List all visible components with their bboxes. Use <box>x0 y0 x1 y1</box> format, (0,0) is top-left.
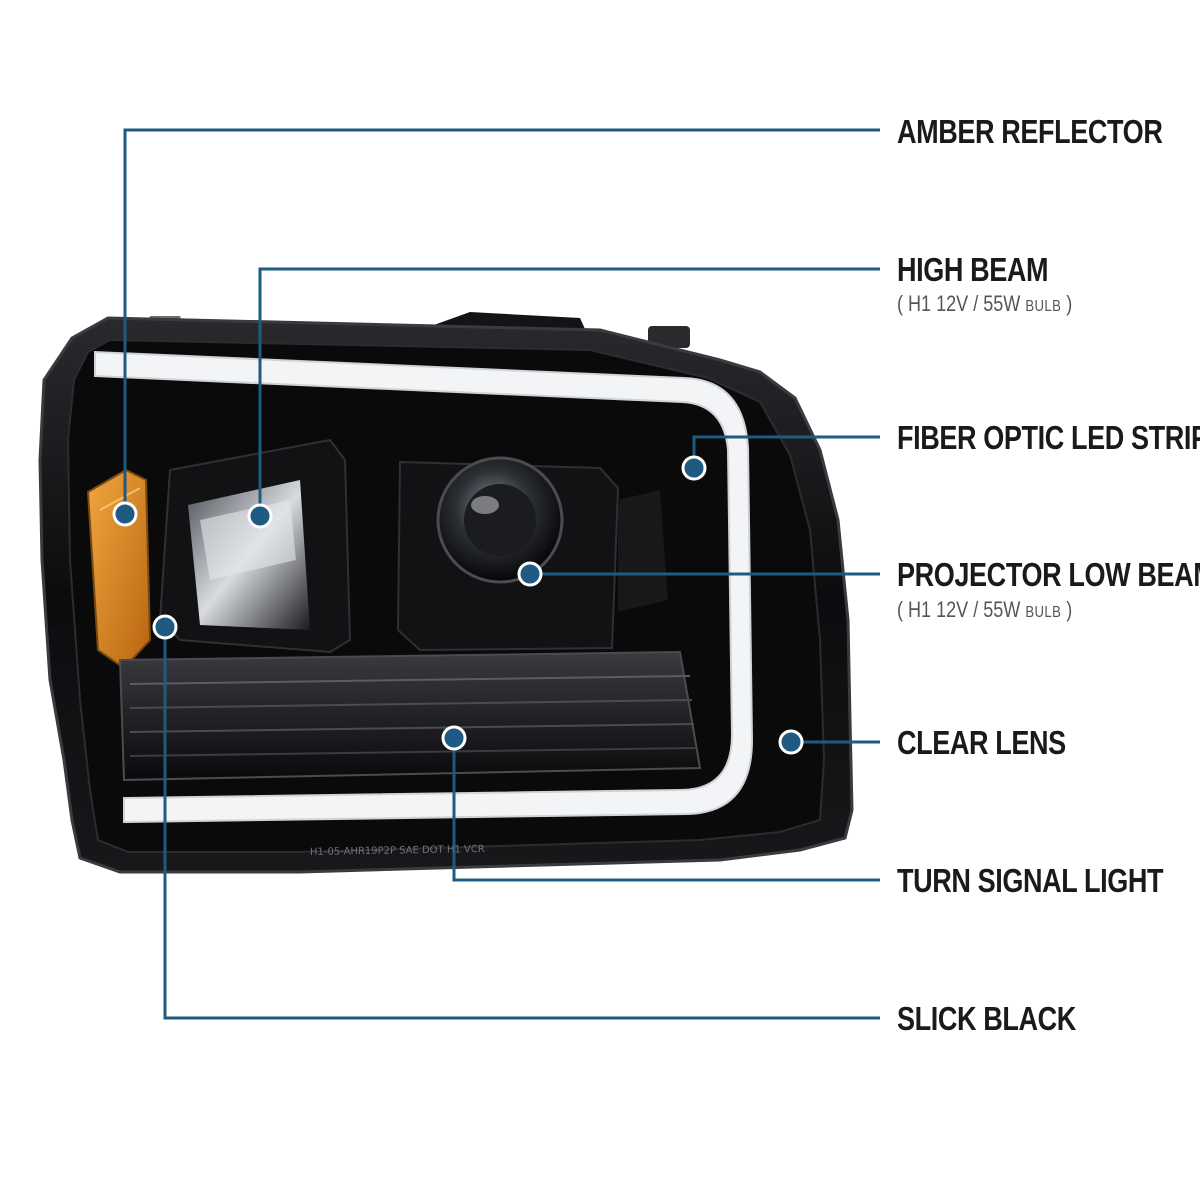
label-high-beam: HIGH BEAM <box>897 251 1049 288</box>
spec-open: ( <box>897 291 904 316</box>
high-beam-module <box>158 438 352 654</box>
lens-marking: H1-05-AHR19P2P SAE DOT H1 VCR <box>310 844 485 858</box>
callout-dot-slick-black <box>152 614 178 640</box>
label-fiber-optic-led-strip: FIBER OPTIC LED STRIP <box>897 419 1200 456</box>
turn-signal-module <box>118 650 702 782</box>
callout-line-slick-black <box>163 627 880 1020</box>
callout-line-amber-reflector <box>123 128 880 514</box>
spec-open: ( <box>897 597 904 622</box>
callout-line-turn-signal-light <box>452 738 880 882</box>
spec-unit: BULB <box>1025 298 1062 315</box>
spec-projector-low-beam: ( H1 12V / 55W BULB ) <box>897 598 1072 625</box>
callout-dot-fiber-optic-led-strip <box>681 455 707 481</box>
spec-value: H1 12V / 55W <box>908 597 1021 622</box>
spec-unit: BULB <box>1025 604 1062 621</box>
callout-lines <box>123 128 880 1020</box>
spec-close: ) <box>1066 291 1073 316</box>
label-turn-signal-light: TURN SIGNAL LIGHT <box>897 862 1164 899</box>
callout-dot-high-beam <box>247 503 273 529</box>
label-amber-reflector: AMBER REFLECTOR <box>897 113 1163 150</box>
spec-value: H1 12V / 55W <box>908 291 1021 316</box>
callout-dot-projector-low-beam <box>517 561 543 587</box>
callout-dot-turn-signal-light <box>441 725 467 751</box>
callout-dot-amber-reflector <box>112 501 138 527</box>
label-slick-black: SLICK BLACK <box>897 1000 1076 1037</box>
label-clear-lens: CLEAR LENS <box>897 724 1066 761</box>
spec-high-beam: ( H1 12V / 55W BULB ) <box>897 292 1072 319</box>
callout-line-high-beam <box>258 267 880 516</box>
callout-dot-clear-lens <box>778 729 804 755</box>
spec-close: ) <box>1066 597 1073 622</box>
callout-dots <box>112 455 804 755</box>
label-projector-low-beam: PROJECTOR LOW BEAM <box>897 556 1200 593</box>
projector-module <box>396 456 668 652</box>
